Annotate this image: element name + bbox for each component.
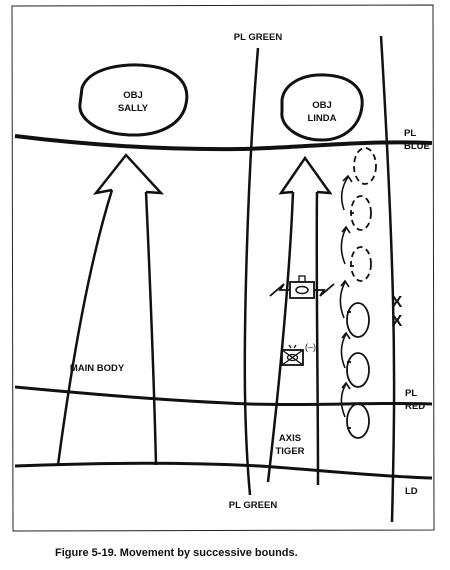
- axis-arrow: [266, 155, 333, 486]
- bound-element-solid-3: [346, 403, 370, 439]
- objective-linda-label-2: LINDA: [307, 113, 336, 124]
- ld-label: LD: [405, 486, 418, 497]
- phase-line-red: [14, 385, 433, 407]
- bound-element-dashed-2: [350, 195, 372, 231]
- bound-element-solid-2: [346, 352, 370, 388]
- phase-line-blue: [14, 134, 433, 152]
- pl-blue-label-1: PL: [404, 128, 416, 139]
- bound-element-dashed-1: [353, 147, 377, 185]
- pl-red-label-1: PL: [405, 388, 417, 399]
- phase-line-green: [243, 47, 260, 496]
- objective-linda-label-1: OBJ: [312, 100, 332, 111]
- main-body-label: MAIN BODY: [70, 363, 125, 374]
- line-of-departure: [14, 461, 433, 480]
- unit-size-label: (–): [305, 342, 316, 352]
- figure-caption: Figure 5-19. Movement by successive boun…: [55, 547, 298, 559]
- objective-sally-label-2: SALLY: [118, 103, 149, 114]
- pl-red-label-2: RED: [405, 401, 425, 412]
- boundary-line: [379, 35, 396, 523]
- pl-green-bottom-label: PL GREEN: [229, 500, 278, 511]
- objective-sally-label-1: OBJ: [123, 90, 143, 101]
- pl-green-top-label: PL GREEN: [234, 32, 283, 43]
- pl-blue-label-2: BLUE: [404, 141, 430, 152]
- figure-frame: [11, 4, 435, 532]
- axis-label-1: AXIS: [279, 433, 301, 444]
- objective-sally-outline: [78, 63, 189, 137]
- unit-symbol: [281, 344, 304, 366]
- main-body-arrow: [56, 153, 165, 466]
- bound-element-solid-1: [346, 302, 370, 338]
- objective-linda-outline: [280, 73, 364, 142]
- boundary-marker-glyph: X: [392, 313, 403, 330]
- boundary-marker-glyph: X: [392, 294, 403, 311]
- axis-label-2: TIGER: [275, 446, 304, 457]
- bound-element-dashed-3: [350, 246, 372, 282]
- bound-arrows: [339, 174, 353, 418]
- command-post-symbol: [269, 275, 335, 299]
